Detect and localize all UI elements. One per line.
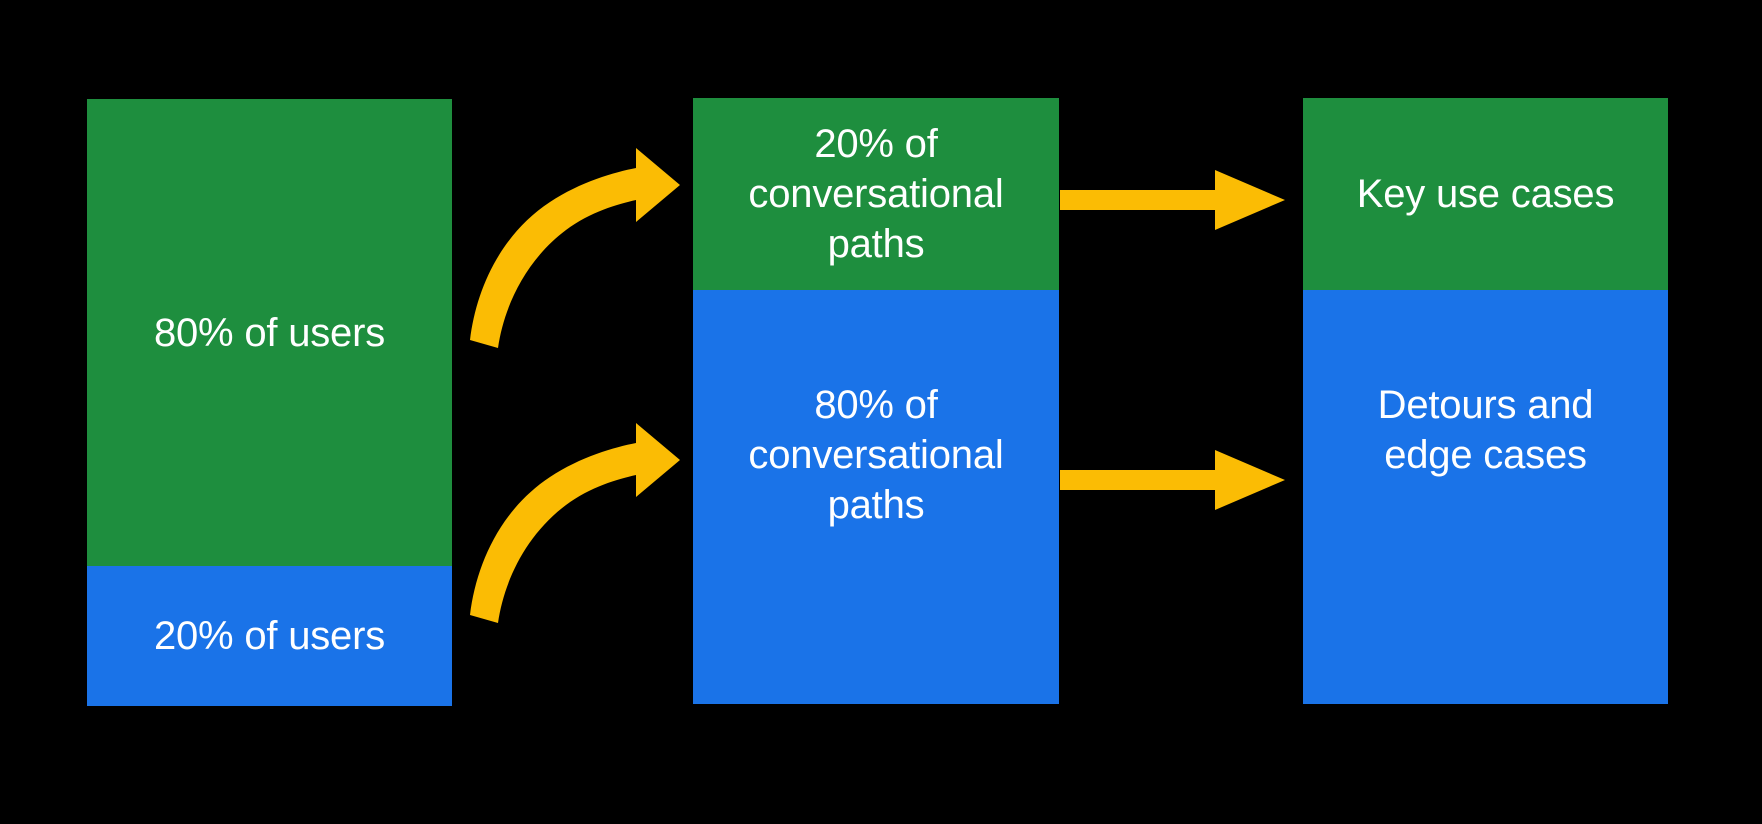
segment-label: 20% of users: [153, 614, 386, 658]
arrow-curved-top: [470, 148, 680, 348]
straight-arrow-shape: [1060, 450, 1285, 510]
column-conversational-paths: 20% of conversational paths 80% of conve…: [693, 98, 1059, 704]
segment-label: Key use cases: [1356, 172, 1615, 216]
arrow-straight-top: [1060, 170, 1285, 230]
column-users: 80% of users 20% of users: [87, 99, 452, 706]
arrow-curved-bottom: [470, 423, 680, 623]
segment-paths-majority: 80% of conversational paths: [693, 290, 1059, 704]
arrow-straight-bottom: [1060, 450, 1285, 510]
straight-arrow-shape: [1060, 170, 1285, 230]
segment-users-minority: 20% of users: [87, 566, 452, 706]
segment-key-use-cases: Key use cases: [1303, 98, 1668, 290]
curved-arrow-shape: [470, 148, 680, 348]
segment-users-majority: 80% of users: [87, 99, 452, 566]
segment-label: Detours and edge cases: [1377, 383, 1594, 477]
column-outcomes: Key use cases Detours and edge cases: [1303, 98, 1668, 704]
segment-label: 80% of conversational paths: [748, 383, 1004, 527]
segment-label: 80% of users: [153, 310, 386, 355]
segment-detours-and-edge-cases: Detours and edge cases: [1303, 290, 1668, 704]
segment-label: 20% of conversational paths: [748, 122, 1004, 266]
curved-arrow-shape: [470, 423, 680, 623]
segment-paths-minority: 20% of conversational paths: [693, 98, 1059, 290]
